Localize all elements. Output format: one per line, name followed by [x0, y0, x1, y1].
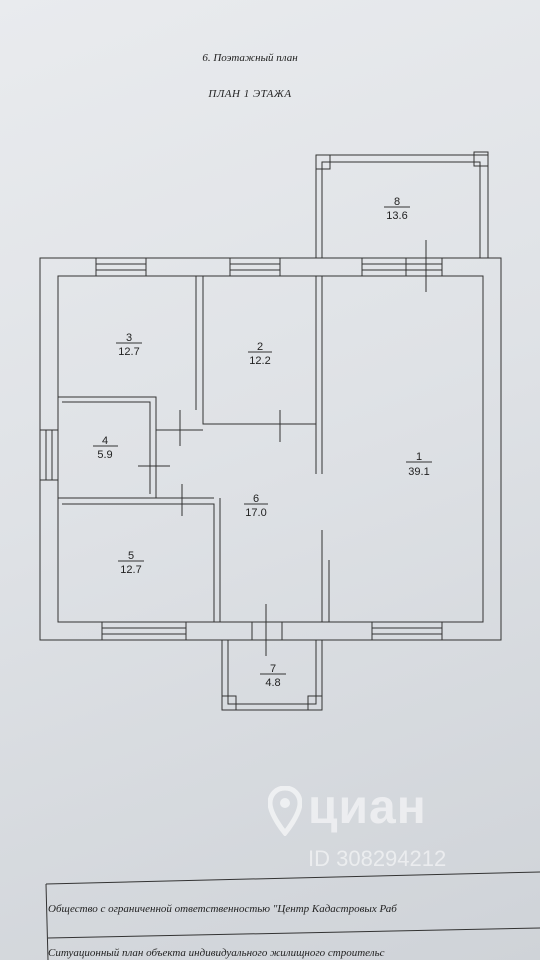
terrace-post-right: [473, 151, 489, 167]
partition-2-bottom: [202, 276, 316, 425]
window-room-3: [95, 257, 147, 277]
room-1-area: 39.1: [408, 466, 429, 478]
terrace-inner-outline: [321, 161, 481, 258]
window-room-1-south: [371, 621, 443, 641]
room-7-area: 4.8: [265, 677, 280, 689]
porch-post-left: [221, 695, 237, 711]
footer-company-line: Общество с ограниченной ответственностью…: [48, 903, 397, 915]
room-2-number: 2: [257, 341, 263, 353]
partition-3-4: [58, 396, 157, 498]
footer-rule-left: [45, 883, 49, 960]
room-4-area: 5.9: [97, 449, 112, 461]
watermark-brand: циан: [308, 781, 427, 834]
partition-5-right: [62, 503, 215, 622]
porch-post-right: [307, 695, 323, 711]
room-7-number: 7: [270, 663, 276, 675]
watermark-listing-id: ID 308294212: [308, 846, 447, 871]
window-room-1: [361, 257, 443, 277]
footer-rule-top: [45, 871, 540, 885]
room-4-number: 4: [102, 435, 108, 447]
window-room-5: [101, 621, 187, 641]
room-5-area: 12.7: [120, 564, 141, 576]
porch-inner-outline: [227, 640, 317, 705]
window-room-2: [229, 257, 281, 277]
footer-rule-middle: [47, 927, 540, 939]
location-pin-icon: [268, 786, 302, 836]
footer-situation-line: Ситуационный план объекта индивидуальног…: [48, 947, 385, 959]
terrace-outline: [315, 154, 489, 258]
window-room-4: [39, 429, 59, 481]
section-title: 6. Поэтажный план: [202, 52, 298, 64]
room-2-area: 12.2: [249, 355, 270, 367]
plan-title: ПЛАН 1 ЭТАЖА: [208, 88, 292, 100]
room-1-number: 1: [416, 451, 422, 463]
room-8-number: 8: [394, 196, 400, 208]
room-5-number: 5: [128, 550, 134, 562]
room-3-area: 12.7: [118, 346, 139, 358]
room-6-number: 6: [253, 493, 259, 505]
room-6-area: 17.0: [245, 507, 266, 519]
terrace-post-left: [315, 154, 331, 170]
partition-4-inner: [62, 401, 151, 494]
room-3-number: 3: [126, 332, 132, 344]
room-8-area: 13.6: [386, 210, 407, 222]
porch-outline: [221, 640, 323, 711]
